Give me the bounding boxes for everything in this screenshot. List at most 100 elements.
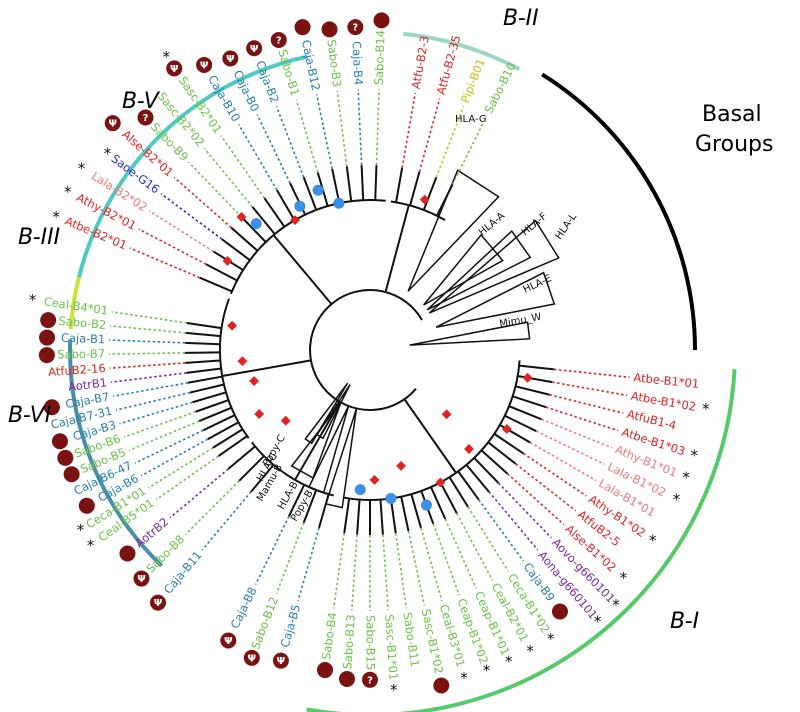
branch-tip [221, 238, 251, 261]
leaf-leader [275, 522, 305, 594]
leaf-label: Sabo-B15 [364, 615, 378, 670]
leaf-leader [552, 381, 628, 397]
leaf-leader [238, 124, 278, 191]
wedge-hla-f [426, 229, 532, 311]
branch-tip [185, 359, 221, 364]
star-marker: * [64, 183, 72, 201]
star-marker: * [547, 630, 555, 648]
star-marker: * [673, 490, 681, 508]
branch-tip [515, 385, 550, 396]
leaf-label: Sabo-B14 [372, 30, 388, 86]
branch-tip [230, 226, 259, 252]
annotation-dot [338, 670, 355, 687]
basal-groups-label-line1: Basal [702, 102, 762, 127]
branch-tip [480, 449, 509, 475]
b6-arc [68, 339, 163, 568]
node-diamond [227, 320, 238, 331]
branch-arc [343, 360, 521, 501]
annotation-dot [133, 570, 150, 587]
leaf-leader [201, 491, 252, 551]
node-diamond [237, 356, 248, 367]
leaf-leader [515, 463, 577, 512]
annotation-dot [150, 594, 167, 611]
branch-tip [457, 470, 480, 501]
annotation-dot [272, 652, 289, 669]
b1-arc [306, 368, 737, 712]
branch-tip [212, 428, 244, 449]
node-diamond [369, 474, 380, 485]
annotation-dot [39, 329, 56, 346]
branch-tip [395, 167, 404, 203]
annotation-dot [222, 50, 239, 67]
branch-tip [185, 341, 221, 346]
node-diamond [464, 444, 474, 454]
branch-tip [186, 321, 222, 330]
branch-tip [185, 331, 221, 338]
star-marker: * [620, 569, 628, 587]
branch-tip [379, 499, 384, 535]
annotation-dot [433, 677, 450, 694]
leaf-leader [115, 391, 191, 411]
leaf-leader [418, 98, 441, 172]
leaf-label: AotrB1 [67, 375, 108, 394]
annotation-dot [321, 21, 338, 38]
leaf-label: Atfu-B2-35 [434, 34, 464, 97]
node-diamond [396, 460, 407, 471]
node-circle [294, 200, 306, 212]
branch-tip [199, 276, 233, 293]
node-diamond [222, 256, 233, 266]
branch-tip [473, 457, 500, 484]
branch-stem [403, 398, 457, 474]
leaf-leader [203, 147, 254, 208]
star-marker: * [612, 596, 620, 614]
leaf-leader [184, 480, 240, 536]
star-marker: * [526, 642, 534, 660]
branch-arc [218, 298, 250, 439]
node-diamond [249, 376, 260, 387]
branch-tip [186, 367, 222, 374]
node-diamond [435, 477, 446, 488]
branch-tip [422, 176, 438, 211]
leaf-leader [488, 491, 539, 551]
annotation-dot [220, 632, 237, 649]
annotation-symbol: Ψ [224, 636, 233, 647]
star-marker: * [691, 446, 699, 464]
leaf-leader [407, 530, 426, 606]
wedge-hla-a [423, 233, 504, 306]
leaf-leader [112, 381, 189, 398]
leaf-leader [522, 452, 587, 497]
leaf-label: Sabo-B1 [275, 48, 302, 98]
leaf-leader [497, 482, 552, 539]
branch-tip [198, 406, 232, 423]
leaf-leader [382, 534, 390, 611]
star-marker: * [87, 537, 95, 555]
wedge-hla-l [428, 219, 560, 314]
branch-tip [331, 168, 341, 204]
clade-label-b6: B-VI [8, 403, 51, 428]
branch-tip [508, 405, 542, 421]
star-marker: * [682, 469, 690, 487]
leaf-label: Sabo-B4 [319, 611, 340, 660]
leaf-leader [220, 135, 266, 199]
branch-tip [356, 499, 361, 535]
node-diamond [522, 372, 533, 383]
leaf-leader [336, 90, 348, 167]
annotation-dot [166, 60, 183, 77]
leaf-label: Caja-B12 [299, 39, 323, 92]
leaf-leader [451, 116, 488, 185]
leaf-leader [129, 247, 201, 279]
leaf-leader [110, 325, 186, 334]
clade-label-b5: B-V [122, 89, 161, 114]
tree-branches [185, 165, 555, 535]
leaf-leader [109, 352, 186, 355]
b5-arc [76, 54, 309, 278]
star-marker: * [77, 521, 85, 539]
annotation-symbol: Ψ [200, 60, 209, 71]
branch-tip [519, 364, 555, 371]
annotation-dot [104, 115, 121, 132]
annotation-dot [38, 347, 55, 364]
leaf-leader [128, 420, 200, 452]
annotation-dot [40, 312, 57, 329]
annotation-dot [551, 603, 568, 620]
annotation-symbol: ? [367, 675, 373, 686]
